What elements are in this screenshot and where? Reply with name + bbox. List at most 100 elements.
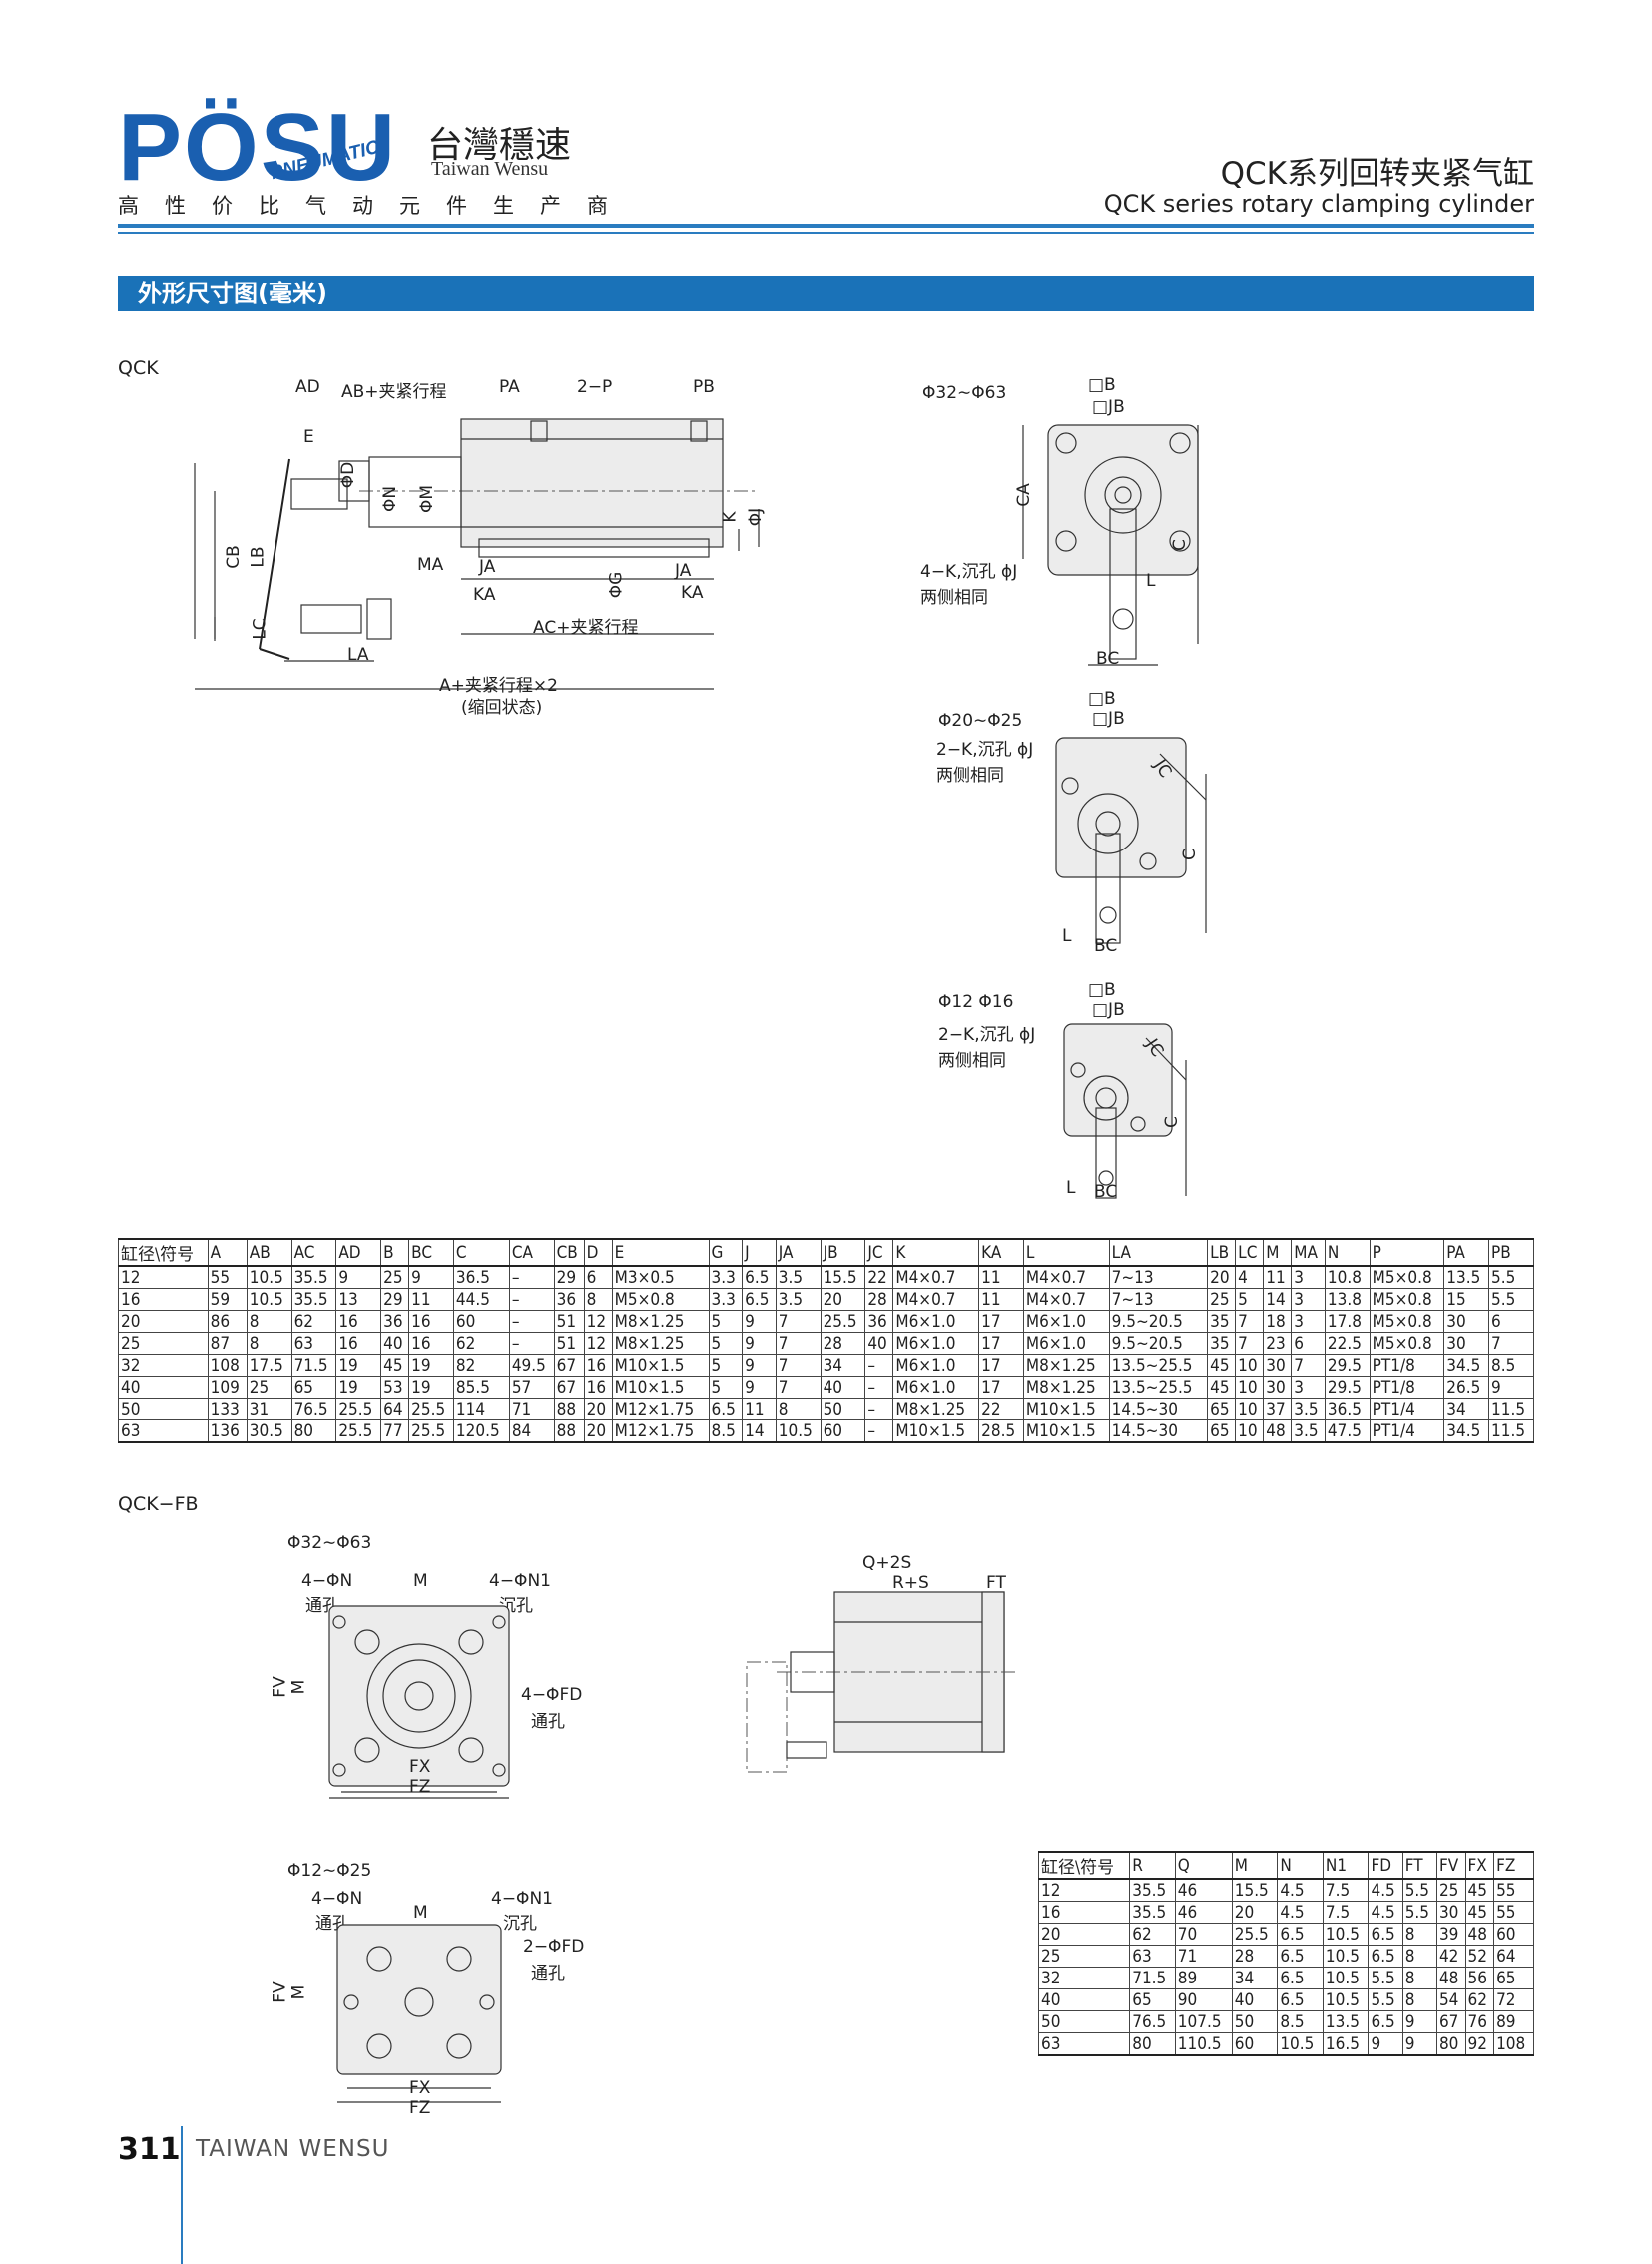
end-view-1-bc: BC xyxy=(1096,649,1120,669)
table-cell: 52 xyxy=(1464,1945,1495,1968)
table-cell: 62 xyxy=(1129,1923,1176,1946)
table-cell: 14 xyxy=(1263,1288,1293,1311)
table-cell: 25.5 xyxy=(1231,1923,1279,1946)
table-cell: 82 xyxy=(452,1354,510,1377)
table-cell: 8 xyxy=(583,1288,613,1311)
table-cell: 60 xyxy=(1231,2032,1279,2056)
table-cell: M6×1.0 xyxy=(892,1376,980,1399)
table-header-cell: JC xyxy=(864,1238,894,1267)
table-cell: 36 xyxy=(864,1310,894,1333)
table-cell: 63 xyxy=(118,1419,209,1443)
table-cell: 19 xyxy=(335,1376,382,1399)
table-cell: – xyxy=(508,1265,555,1289)
table-cell: M8×1.25 xyxy=(1022,1354,1110,1377)
table-cell: 8 xyxy=(1401,1967,1437,1989)
table-cell: 13.5 xyxy=(1443,1265,1490,1289)
table-cell: 9.5~20.5 xyxy=(1108,1310,1209,1333)
dim-m: ΦM xyxy=(417,484,438,514)
table-cell: 10.5 xyxy=(246,1265,292,1289)
table-cell: 7.5 xyxy=(1322,1901,1370,1924)
table-cell: 114 xyxy=(452,1398,510,1420)
section-banner: 外形尺寸图(毫米) xyxy=(118,276,1534,311)
table-cell: 8.5 xyxy=(1488,1354,1534,1377)
fb-view-1-fd-note: 通孔 xyxy=(531,1712,565,1732)
table-cell: 4 xyxy=(1235,1265,1265,1289)
table-cell: 8.5 xyxy=(1277,2010,1324,2033)
table-cell: – xyxy=(508,1310,555,1333)
table-header-cell: M xyxy=(1263,1238,1293,1267)
table-cell: M5×0.8 xyxy=(1369,1310,1445,1333)
table-cell: 32 xyxy=(1037,1967,1131,1989)
table-cell: 45 xyxy=(1207,1376,1237,1399)
table-cell: M8×1.25 xyxy=(611,1332,710,1355)
table-cell: 55 xyxy=(1493,1878,1534,1902)
table-header-cell: D xyxy=(583,1238,613,1267)
slogan: 高性价比气动元件生产商 xyxy=(118,194,634,218)
table-cell: 25 xyxy=(118,1332,209,1355)
table-cell: 30 xyxy=(1263,1376,1293,1399)
table-cell: M6×1.0 xyxy=(892,1310,980,1333)
table-cell: – xyxy=(864,1419,894,1443)
qck-section-label: QCK xyxy=(118,357,159,379)
dim-la: LA xyxy=(347,645,369,665)
table-cell: PT1/4 xyxy=(1369,1398,1445,1420)
table-cell: 3 xyxy=(1291,1288,1326,1311)
dim-2p: 2−P xyxy=(577,377,613,397)
table-cell: 9 xyxy=(1401,2010,1437,2033)
table-cell: 10.8 xyxy=(1324,1265,1371,1289)
table-cell: 51 xyxy=(553,1310,585,1333)
fb-view-1-drawing xyxy=(328,1605,510,1799)
table-cell: 9 xyxy=(1401,2032,1437,2056)
table-cell: 87 xyxy=(207,1332,248,1355)
table-cell: 28 xyxy=(1231,1945,1279,1968)
end-view-2-l: L xyxy=(1062,926,1072,946)
table-cell: 3.5 xyxy=(1291,1419,1326,1443)
end-view-1-c: C xyxy=(1169,539,1190,551)
table-cell: 5 xyxy=(708,1332,744,1355)
table-cell: 15.5 xyxy=(820,1265,866,1289)
table-header-cell: 缸径\符号 xyxy=(1037,1851,1131,1880)
brand-english-name: Taiwan Wensu xyxy=(431,158,549,180)
table-cell: 17.8 xyxy=(1324,1310,1371,1333)
table-cell: 55 xyxy=(207,1265,248,1289)
table-cell: M4×0.7 xyxy=(1022,1288,1110,1311)
table-cell: 56 xyxy=(1464,1967,1495,1989)
table-cell: 45 xyxy=(1207,1354,1237,1377)
table-header-cell: FT xyxy=(1401,1851,1437,1880)
table-cell: 22 xyxy=(864,1265,894,1289)
table-header-cell: LB xyxy=(1207,1238,1237,1267)
table-cell: 35.5 xyxy=(1129,1878,1176,1902)
table-cell: 35.5 xyxy=(290,1288,337,1311)
table-cell: 6.5 xyxy=(1368,1923,1403,1946)
end-view-2-c: C xyxy=(1179,849,1200,860)
fb-view-2-fd: 2−ΦFD xyxy=(523,1937,585,1957)
table-cell: – xyxy=(864,1398,894,1420)
table-cell: 8 xyxy=(1401,1945,1437,1968)
table-header-cell: A xyxy=(207,1238,248,1267)
table-cell: 19 xyxy=(408,1376,454,1399)
table-cell: 11.5 xyxy=(1488,1419,1534,1443)
table-cell: 10.5 xyxy=(1322,1988,1370,2011)
table-cell: 80 xyxy=(290,1419,337,1443)
table-cell: 72 xyxy=(1493,1988,1534,2011)
table-cell: 63 xyxy=(1129,1945,1176,1968)
table-cell: 10.5 xyxy=(1322,1923,1370,1946)
end-view-1-note1: 4−K,沉孔 ϕJ xyxy=(920,562,1018,582)
table-header-cell: Q xyxy=(1174,1851,1233,1880)
dim-lc: LC xyxy=(250,618,271,640)
table-header-cell: L xyxy=(1022,1238,1110,1267)
end-view-2-jb: □JB xyxy=(1092,709,1125,729)
header-rule xyxy=(118,224,1534,228)
table-header-cell: K xyxy=(892,1238,980,1267)
table-cell: 10.5 xyxy=(1322,1967,1370,1989)
table-cell: 63 xyxy=(1037,2032,1131,2056)
table-cell: 34 xyxy=(1443,1398,1490,1420)
dim-e: E xyxy=(303,427,314,447)
table-cell: M10×1.5 xyxy=(611,1354,710,1377)
